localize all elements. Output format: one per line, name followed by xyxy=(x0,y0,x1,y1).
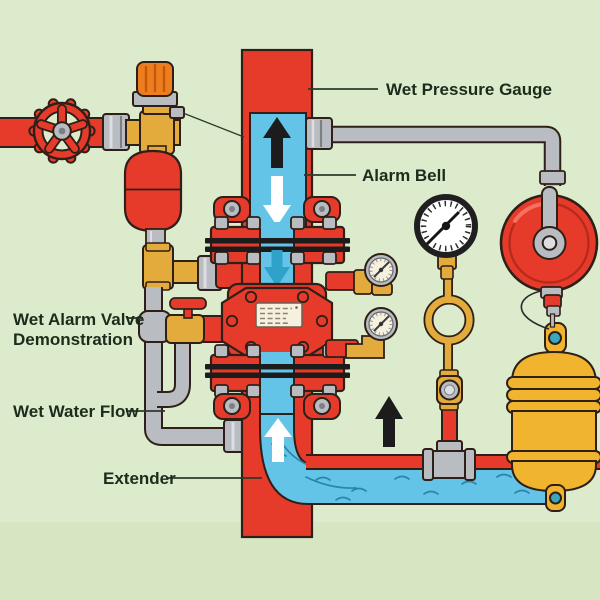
yellow-tank xyxy=(506,322,600,512)
water-flow-lines xyxy=(271,443,530,501)
wet-pressure-gauge-icon xyxy=(414,194,478,280)
gauge-trim-line xyxy=(414,194,478,481)
label-wet-water-flow: Wet Water Flow xyxy=(13,402,139,421)
bottom-waterway xyxy=(259,194,600,505)
striker-wire xyxy=(520,290,550,330)
valve-gauge-top xyxy=(325,253,398,296)
test-valve xyxy=(165,297,229,344)
label-extender: Extender xyxy=(103,469,176,488)
water-channel xyxy=(259,413,547,505)
label-wet-alarm-valve-line1: Wet Alarm Valve xyxy=(13,310,144,329)
valve-nameplate xyxy=(255,302,303,328)
gong-pipe-coupling xyxy=(539,170,566,185)
gauge-shutoff-valve xyxy=(436,369,463,411)
retard-chamber-tank xyxy=(123,145,183,246)
drain-tee-assembly xyxy=(142,242,249,291)
top-flange xyxy=(205,216,350,292)
annotations: Wet Pressure Gauge Alarm Bell Wet Alarm … xyxy=(13,80,552,488)
alarm-check-valve-body xyxy=(220,282,334,360)
direction-up-arrow-icon xyxy=(375,396,403,447)
label-wet-alarm-valve-line2: Demonstration xyxy=(13,330,133,349)
elbow-up-arrow-icon xyxy=(264,418,292,462)
label-wet-pressure-gauge: Wet Pressure Gauge xyxy=(386,80,552,99)
bottom-tee-fitting xyxy=(422,440,476,481)
clapper-down-arrow-icon xyxy=(264,250,290,287)
sensing-nipple xyxy=(169,106,185,119)
alarm-gong-bell-icon xyxy=(499,186,599,330)
gate-valve-handwheel-icon xyxy=(28,98,96,164)
leader-line-sensing xyxy=(182,112,245,138)
flow-up-arrow-icon xyxy=(263,117,291,168)
flow-down-arrow-icon xyxy=(263,176,291,226)
label-alarm-bell: Alarm Bell xyxy=(362,166,446,185)
pressure-relief-cap-icon xyxy=(136,61,174,97)
gong-striker xyxy=(540,286,563,328)
trim-tee-assembly xyxy=(102,61,185,155)
alarm-port-fitting xyxy=(305,117,333,150)
alarm-gong-pipe xyxy=(305,117,566,186)
valve-gauge-bottom xyxy=(325,307,398,359)
supply-piping xyxy=(0,61,259,453)
